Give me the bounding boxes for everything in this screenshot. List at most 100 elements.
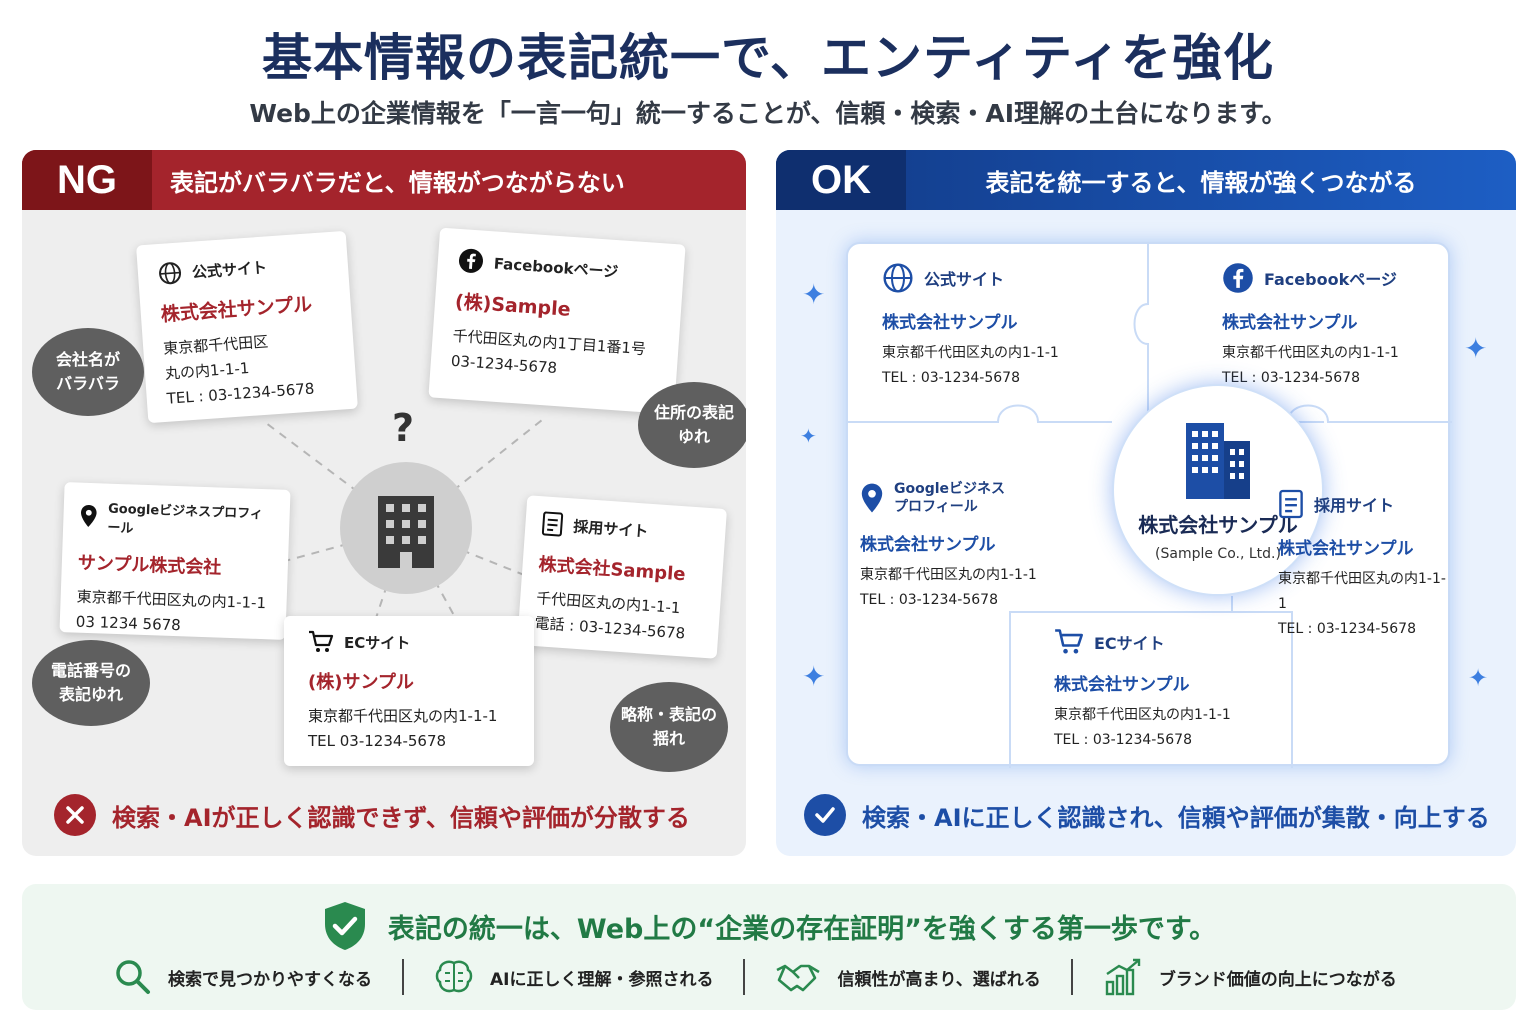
section-label-line: Googleビジネス	[894, 481, 1006, 497]
ok-section-facebook: Facebookページ 株式会社サンプル 東京都千代田区丸の内1-1-1 TEL…	[1222, 262, 1442, 391]
section-label: 採用サイト	[1314, 496, 1395, 515]
divider	[402, 959, 404, 995]
ok-header-text: 表記を統一すると、情報が強くつながる	[985, 168, 1417, 197]
address-line: 東京都千代田区丸の内1-1-1	[308, 707, 498, 725]
handshake-icon	[776, 964, 821, 992]
ok-badge: OK	[776, 150, 906, 210]
bubble-abbreviation: 略称・表記の 揺れ	[610, 682, 728, 772]
company-name: 株式会社サンプル	[1054, 675, 1190, 695]
ok-panel: OK 表記を統一すると、情報が強くつながる ✦ ✦ ✦ ✦ ✦ 公式サイト 株式…	[776, 150, 1516, 856]
phone-line: TEL : 03-1234-5678	[1278, 621, 1416, 637]
card-label: Googleビジネスプロフィール	[107, 501, 264, 537]
check-icon	[804, 794, 846, 836]
ng-header: NG 表記がバラバラだと、情報がつながらない	[22, 150, 746, 210]
address-line: 東京都千代田区丸の内1-1-1	[882, 345, 1059, 361]
ok-section-official-site: 公式サイト 株式会社サンプル 東京都千代田区丸の内1-1-1 TEL : 03-…	[882, 262, 1122, 391]
ok-footer: 検索・AIに正しく認識され、信頼や評価が集散・向上する	[804, 794, 1490, 836]
address-line: 東京都千代田区丸の内1-1-1	[1054, 707, 1231, 723]
benefit-label: ブランド価値の向上につながる	[1158, 969, 1397, 990]
bubble-line: 電話番号の	[50, 661, 131, 680]
ng-card-official-site: 公式サイト 株式会社サンプル 東京都千代田区 丸の内1-1-1 TEL : 03…	[136, 230, 358, 424]
company-name: (株)Sample	[454, 290, 572, 321]
company-name: サンプル株式会社	[77, 552, 222, 579]
benefit-item-search: 検索で見つかりやすくなる	[84, 958, 402, 996]
sparkle-icon: ✦	[802, 278, 826, 311]
bubble-line: 会社名が	[55, 350, 120, 369]
section-label: Facebookページ	[1264, 270, 1397, 289]
facebook-icon	[458, 248, 483, 273]
bubble-line: ゆれ	[677, 427, 710, 446]
company-name: 株式会社サンプル	[860, 535, 996, 555]
bubble-line: バラバラ	[56, 374, 120, 393]
address-line: 東京都千代田区丸の内1-1-1	[1222, 345, 1399, 361]
card-label: Facebookページ	[493, 253, 619, 281]
benefit-item-ai: AIに正しく理解・参照される	[404, 959, 743, 995]
document-icon	[541, 511, 564, 537]
company-name: 株式会社サンプル	[1278, 539, 1414, 559]
page-subtitle: Web上の企業情報を「一言一句」統一することが、信頼・検索・AI理解の土台になり…	[249, 99, 1287, 128]
divider	[743, 959, 746, 995]
sparkle-icon: ✦	[1464, 332, 1488, 365]
summary-title-row: 表記の統一は、Web上の“企業の存在証明”を強くする第一歩です。	[22, 900, 1516, 952]
ok-footer-text: 検索・AIに正しく認識され、信頼や評価が集散・向上する	[862, 803, 1490, 832]
growth-chart-icon	[1105, 958, 1141, 996]
company-name: (株)サンプル	[308, 672, 414, 693]
page-title: 基本情報の表記統一で、エンティティを強化	[262, 29, 1274, 87]
ok-puzzle-board: 公式サイト 株式会社サンプル 東京都千代田区丸の内1-1-1 TEL : 03-…	[846, 242, 1452, 768]
sparkle-icon: ✦	[800, 424, 817, 448]
ng-card-recruit-site: 採用サイト 株式会社Sample 千代田区丸の内1-1-1 電話 : 03-12…	[517, 495, 727, 659]
card-label: ECサイト	[344, 633, 411, 652]
cart-icon	[309, 630, 334, 652]
card-label: 採用サイト	[572, 517, 649, 541]
ng-building-hub	[340, 462, 472, 594]
bubble-phone: 電話番号の 表記ゆれ	[32, 640, 150, 726]
phone-line: TEL : 03-1234-5678	[1054, 732, 1192, 748]
card-label: 公式サイト	[191, 257, 268, 282]
phone-line: TEL : 03-1234-5678	[860, 592, 998, 608]
summary-box: 表記の統一は、Web上の“企業の存在証明”を強くする第一歩です。 検索で見つかり…	[22, 884, 1516, 1010]
ng-panel: NG 表記がバラバラだと、情報がつながらない ? 公式サイト 株式会社サンプル	[22, 150, 746, 856]
sparkle-icon: ✦	[1468, 664, 1489, 692]
hub-company-name: 株式会社サンプル	[1138, 512, 1298, 537]
ng-card-facebook: Facebookページ (株)Sample 千代田区丸の内1丁目1番1号 03-…	[428, 227, 686, 415]
phone-line: TEL : 03-1234-5678	[1222, 370, 1360, 386]
question-mark: ?	[392, 406, 415, 450]
sparkle-icon: ✦	[802, 660, 826, 693]
globe-icon	[159, 262, 182, 285]
benefit-label: AIに正しく理解・参照される	[490, 969, 714, 990]
section-label: Googleビジネスプロフィール	[894, 480, 1005, 516]
document-icon	[1279, 489, 1303, 519]
section-label: ECサイト	[1094, 634, 1165, 653]
ng-footer: 検索・AIが正しく認識できず、信頼や評価が分散する	[54, 794, 690, 836]
bubble-company-name: 会社名が バラバラ	[32, 328, 144, 416]
section-label-line: プロフィール	[894, 499, 978, 515]
bubble-line: 住所の表記	[653, 403, 734, 422]
ok-section-recruit-site: 採用サイト 株式会社サンプル 東京都千代田区丸の内1-1-1 TEL : 03-…	[1278, 488, 1450, 642]
map-pin-icon	[81, 504, 97, 527]
address-line: 東京都千代田区丸の内1-1-1	[860, 567, 1037, 583]
bubble-line: 表記ゆれ	[58, 685, 123, 704]
ng-footer-text: 検索・AIが正しく認識できず、信頼や評価が分散する	[112, 803, 690, 832]
ng-badge: NG	[22, 150, 152, 210]
bubble-line: 揺れ	[652, 729, 685, 748]
benefit-list: 検索で見つかりやすくなる AIに正しく理解・参照される 信頼性が高まり、選ばれる…	[84, 958, 1476, 996]
hub-company-english-name: (Sample Co., Ltd.)	[1155, 545, 1281, 562]
phone-line: TEL : 03-1234-5678	[882, 370, 1020, 386]
search-icon	[116, 960, 150, 994]
company-name: 株式会社サンプル	[160, 293, 313, 326]
benefit-label: 検索で見つかりやすくなる	[168, 969, 372, 990]
cart-icon	[1055, 629, 1083, 654]
cross-icon	[54, 794, 96, 836]
ok-section-google-business: Googleビジネスプロフィール 株式会社サンプル 東京都千代田区丸の内1-1-…	[860, 480, 1060, 613]
section-label: 公式サイト	[924, 270, 1005, 289]
phone-line: TEL 03-1234-5678	[308, 732, 447, 750]
building-icon	[378, 496, 434, 568]
map-pin-icon	[861, 483, 883, 513]
benefit-label: 信頼性が高まり、選ばれる	[837, 969, 1041, 990]
divider	[1070, 959, 1073, 995]
bubble-address: 住所の表記 ゆれ	[638, 382, 746, 468]
shield-check-icon	[324, 902, 365, 950]
bubble-line: 略称・表記の	[620, 705, 717, 724]
ng-header-text: 表記がバラバラだと、情報がつながらない	[170, 168, 625, 197]
company-name: 株式会社Sample	[537, 554, 687, 586]
